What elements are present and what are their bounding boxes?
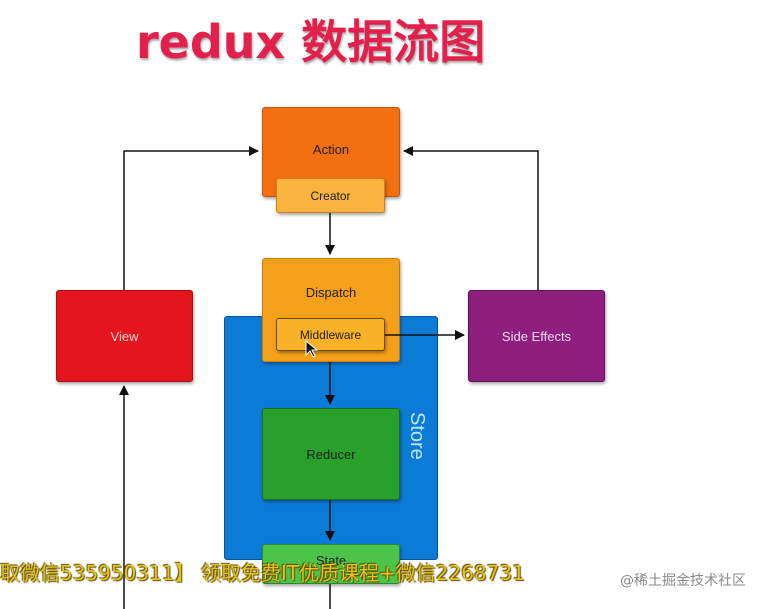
view-node: View — [56, 290, 193, 382]
view-label: View — [110, 328, 139, 344]
middleware-label: Middleware — [299, 327, 362, 342]
creator-node: Creator — [276, 178, 385, 213]
state-node: State — [262, 544, 400, 584]
action-label: Action — [312, 142, 350, 157]
middleware-node: Middleware — [276, 318, 385, 351]
reducer-label: Reducer — [306, 446, 356, 462]
dispatch-label: Dispatch — [305, 285, 357, 300]
diagram-title: redux 数据流图 — [136, 15, 486, 69]
credit-text: @稀土掘金技术社区 — [620, 573, 746, 589]
arrow-side-effects-to-action — [403, 146, 539, 290]
mouse-cursor-icon — [305, 340, 319, 358]
creator-label: Creator — [310, 188, 351, 203]
reducer-node: Reducer — [262, 408, 400, 500]
side-effects-label: Side Effects — [501, 328, 572, 344]
arrow-view-to-action — [123, 146, 259, 290]
side-effects-node: Side Effects — [468, 290, 605, 382]
watermark-text: 取微信535950311】 领取免费IT优质课程+微信2268731 — [0, 561, 525, 585]
state-label: State — [315, 553, 347, 568]
